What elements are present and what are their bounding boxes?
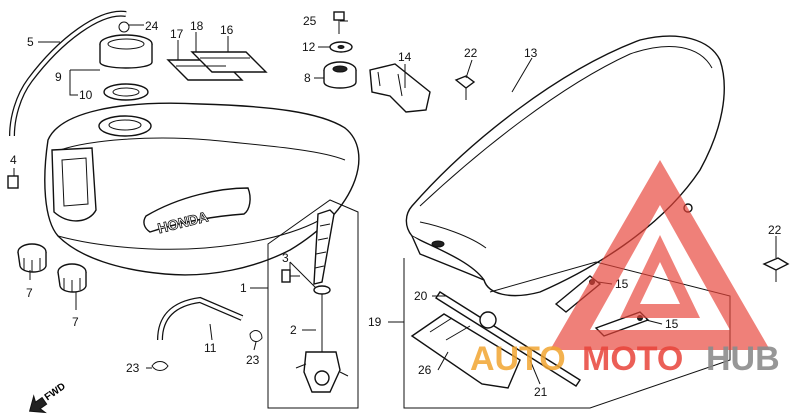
- seat-bolt-top: [454, 75, 476, 100]
- callout-2: 2: [290, 323, 297, 337]
- fuel-line: [157, 296, 244, 341]
- cap-gasket: [103, 83, 149, 101]
- watermark-text-moto: MOTO: [582, 340, 683, 378]
- callout-15-lower: 15: [665, 317, 679, 331]
- callout-10: 10: [79, 88, 93, 102]
- callout-7-upper: 7: [26, 286, 33, 300]
- seat: [405, 35, 725, 297]
- tool-tray-box: [403, 258, 731, 409]
- callout-12: 12: [302, 40, 316, 54]
- fuel-cap: [99, 21, 153, 69]
- callout-19: 19: [368, 315, 382, 329]
- callout-20: 20: [414, 289, 428, 303]
- callout-11: 11: [204, 341, 217, 355]
- grommet: [323, 61, 357, 89]
- hose-clip-b: [249, 330, 263, 342]
- callout-26: 26: [418, 363, 432, 377]
- callout-25: 25: [303, 14, 317, 28]
- tank-cushion-lower: [57, 263, 87, 293]
- washer: [329, 41, 353, 53]
- callout-18: 18: [190, 19, 204, 33]
- watermark-triangle-icon: [550, 160, 770, 350]
- callout-24: 24: [145, 19, 159, 33]
- callout-3: 3: [282, 251, 289, 265]
- tool-bag: [410, 313, 521, 389]
- tank-cushion-upper: [17, 243, 47, 273]
- callout-14: 14: [398, 50, 412, 64]
- fuel-strainer: [281, 209, 335, 295]
- callout-22-top: 22: [464, 46, 478, 60]
- watermark-logo: [550, 160, 770, 350]
- fuel-cock: [295, 294, 349, 393]
- callout-1: 1: [240, 281, 247, 295]
- fwd-arrow-icon: [28, 394, 48, 414]
- rear-bracket: [369, 63, 431, 113]
- callout-16: 16: [220, 23, 234, 37]
- callout-22-right: 22: [768, 223, 782, 237]
- callout-23-right: 23: [246, 353, 260, 367]
- callout-8: 8: [304, 71, 311, 85]
- emblem-strips: [166, 51, 268, 81]
- callout-17: 17: [170, 27, 184, 41]
- callout-7-lower: 7: [72, 315, 79, 329]
- mount-bolt: [333, 11, 345, 34]
- callout-9: 9: [55, 70, 62, 84]
- fuel-cock-box: [267, 199, 359, 409]
- fwd-label: FWD: [43, 381, 68, 403]
- callout-15-upper: 15: [615, 277, 629, 291]
- leader-lines: [13, 20, 777, 385]
- hose-clip-a: [151, 361, 169, 371]
- callout-21: 21: [534, 385, 548, 399]
- clip: [7, 175, 19, 189]
- callout-23-left: 23: [126, 361, 140, 375]
- callout-13: 13: [524, 46, 538, 60]
- watermark-text-auto: AUTO: [470, 340, 566, 378]
- callout-5: 5: [27, 35, 34, 49]
- watermark-text-hub: HUB: [706, 340, 780, 378]
- callout-4: 4: [10, 153, 17, 167]
- seat-bolt-right: [762, 257, 790, 282]
- fuel-tank: HONDA: [44, 102, 360, 276]
